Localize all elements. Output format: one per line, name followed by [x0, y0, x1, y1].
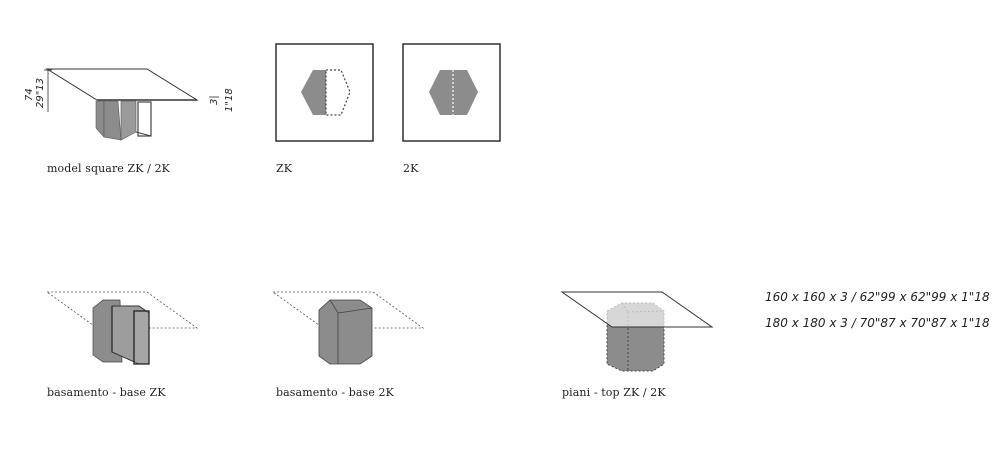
size-180-spec: 180 x 180 x 3 / 70"87 x 70"87 x 1"18	[765, 316, 990, 330]
thickness-in-label: 1"18	[224, 88, 235, 112]
top-illustration	[560, 291, 714, 372]
zk-plan-view	[275, 43, 374, 142]
top-caption: piani - top ZK / 2K	[562, 386, 666, 399]
height-in-label: 29"13	[35, 77, 46, 108]
model-square-illustration	[45, 68, 199, 141]
height-dimension-line	[44, 69, 52, 112]
base-2k-caption: basamento - base 2K	[276, 386, 394, 399]
2k-plan-view	[402, 43, 501, 142]
size-160-spec: 160 x 160 x 3 / 62"99 x 62"99 x 1"18	[765, 290, 990, 304]
2k-caption: 2K	[403, 162, 419, 175]
base-zk-illustration	[45, 291, 199, 365]
height-cm-label: 74	[24, 88, 35, 101]
base-zk-caption: basamento - base ZK	[47, 386, 166, 399]
base-2k-illustration	[271, 291, 425, 365]
model-square-caption: model square ZK / 2K	[47, 162, 170, 175]
thickness-cm-label: 3	[209, 98, 220, 105]
zk-caption: ZK	[276, 162, 293, 175]
